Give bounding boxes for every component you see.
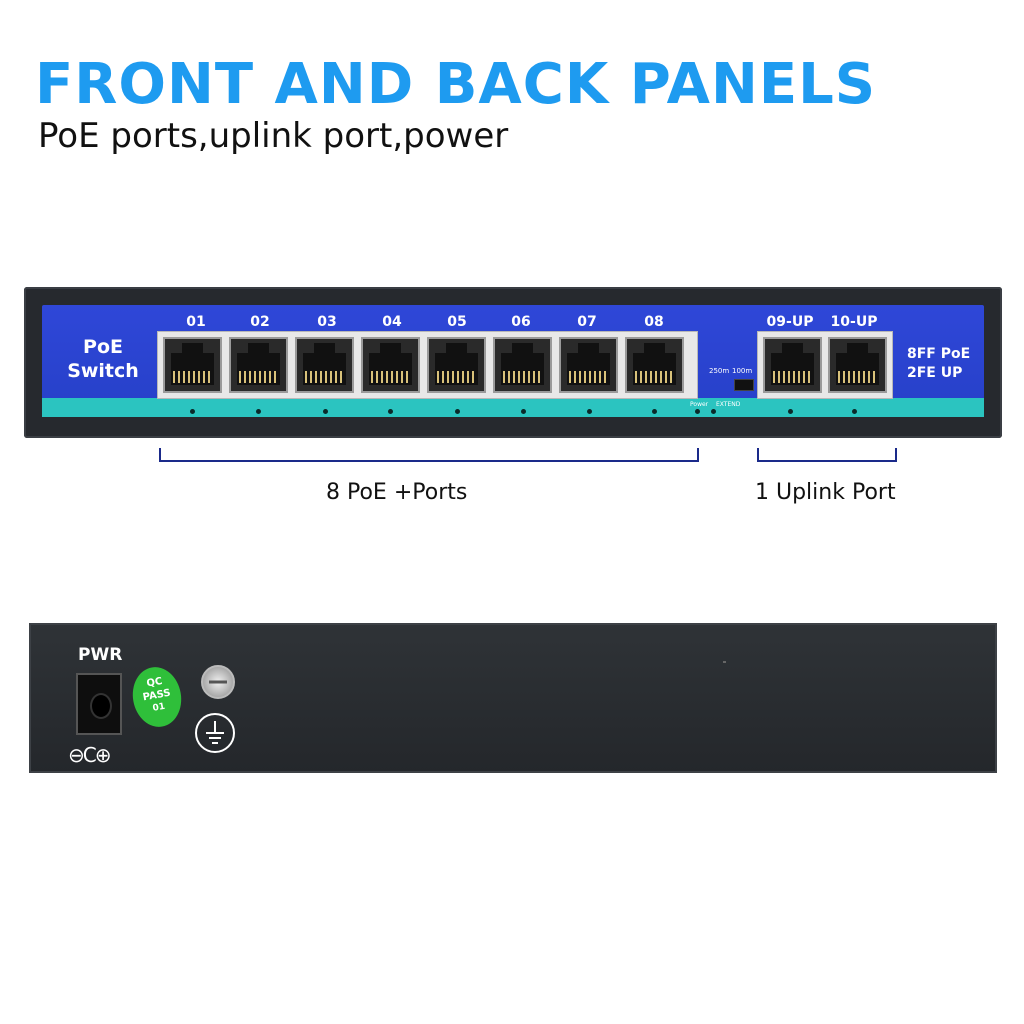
front-face: PoE Switch 01 02 03 04 05 06 07 08 09-UP… bbox=[42, 305, 984, 417]
led-extend bbox=[711, 409, 716, 414]
rj45-port-01[interactable] bbox=[163, 337, 222, 393]
rj45-port-06[interactable] bbox=[493, 337, 552, 393]
qc-sticker-icon: QC PASS 01 bbox=[128, 663, 186, 731]
uplink-port-group bbox=[757, 331, 893, 399]
back-panel: PWR ⊖C⊕ QC PASS 01 bbox=[29, 623, 997, 773]
rj45-port-04[interactable] bbox=[361, 337, 420, 393]
led-port-03 bbox=[323, 409, 328, 414]
port-label-06: 06 bbox=[511, 314, 531, 330]
switch-label-100m: 100m bbox=[732, 367, 753, 375]
port-label-10-up: 10-UP bbox=[830, 314, 878, 330]
port-label-04: 04 bbox=[382, 314, 402, 330]
poe-port-group bbox=[157, 331, 698, 399]
polarity-icon: ⊖C⊕ bbox=[68, 743, 112, 767]
port-label-09-up: 09-UP bbox=[766, 314, 814, 330]
uplink-port-caption: 1 Uplink Port bbox=[755, 480, 896, 505]
port-label-01: 01 bbox=[186, 314, 206, 330]
rj45-port-08[interactable] bbox=[625, 337, 684, 393]
rj45-port-10-up[interactable] bbox=[828, 337, 887, 393]
brand-label: PoE Switch bbox=[64, 335, 142, 383]
port-label-03: 03 bbox=[317, 314, 337, 330]
model-label: 8FF PoE 2FE UP bbox=[907, 345, 970, 383]
extend-led-label: EXTEND bbox=[716, 401, 741, 408]
brand-line-2: Switch bbox=[67, 360, 139, 382]
dc-jack-icon[interactable] bbox=[76, 673, 122, 735]
led-port-08 bbox=[652, 409, 657, 414]
led-port-10-up bbox=[852, 409, 857, 414]
port-label-02: 02 bbox=[250, 314, 270, 330]
ground-icon bbox=[195, 713, 235, 753]
port-label-08: 08 bbox=[644, 314, 664, 330]
pwr-label: PWR bbox=[78, 645, 123, 665]
rj45-port-05[interactable] bbox=[427, 337, 486, 393]
poe-ports-caption: 8 PoE +Ports bbox=[326, 480, 468, 505]
rj45-port-02[interactable] bbox=[229, 337, 288, 393]
led-port-01 bbox=[190, 409, 195, 414]
led-port-02 bbox=[256, 409, 261, 414]
port-label-05: 05 bbox=[447, 314, 467, 330]
rj45-port-07[interactable] bbox=[559, 337, 618, 393]
rj45-port-09-up[interactable] bbox=[763, 337, 822, 393]
led-power bbox=[695, 409, 700, 414]
power-led-label: Power bbox=[690, 401, 709, 408]
model-line-1: 8FF PoE bbox=[907, 346, 971, 362]
led-port-06 bbox=[521, 409, 526, 414]
brand-line-1: PoE bbox=[83, 336, 123, 358]
front-panel: PoE Switch 01 02 03 04 05 06 07 08 09-UP… bbox=[24, 287, 1002, 438]
extend-mode-switch[interactable] bbox=[734, 379, 754, 391]
poe-ports-bracket bbox=[159, 448, 699, 462]
led-port-05 bbox=[455, 409, 460, 414]
switch-label-250m: 250m bbox=[709, 367, 730, 375]
model-line-2: 2FE UP bbox=[907, 365, 963, 381]
uplink-port-bracket bbox=[757, 448, 897, 462]
indicator-strip bbox=[42, 398, 984, 417]
page-subtitle: PoE ports,uplink port,power bbox=[38, 116, 509, 156]
vent-mark bbox=[723, 661, 726, 663]
screw-icon bbox=[201, 665, 235, 699]
led-port-09-up bbox=[788, 409, 793, 414]
page-title: FRONT AND BACK PANELS bbox=[35, 52, 877, 117]
led-port-04 bbox=[388, 409, 393, 414]
rj45-port-03[interactable] bbox=[295, 337, 354, 393]
port-label-07: 07 bbox=[577, 314, 597, 330]
led-port-07 bbox=[587, 409, 592, 414]
